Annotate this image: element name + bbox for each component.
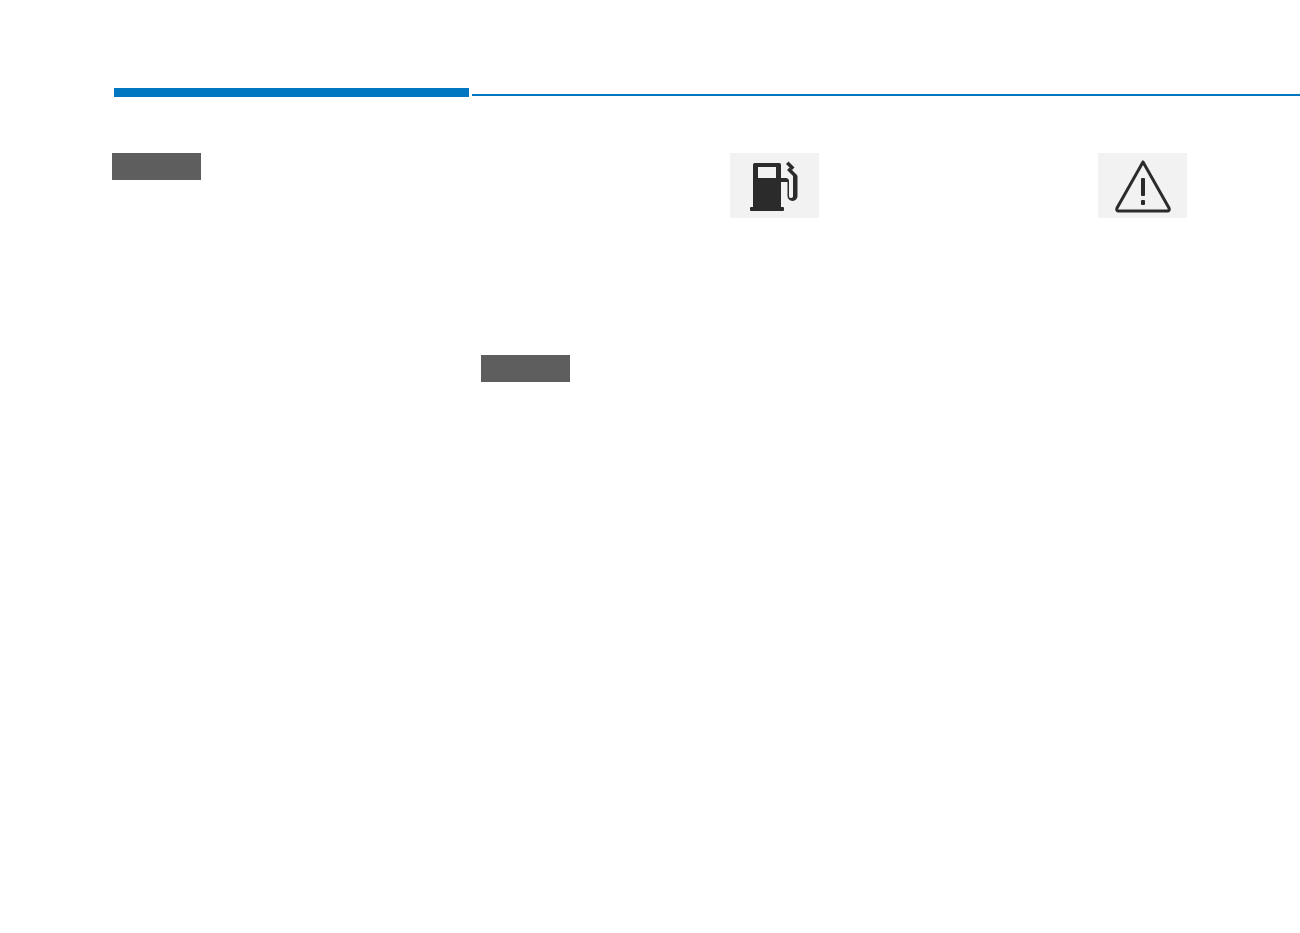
warning-indicator-tile xyxy=(1098,153,1187,218)
fuel-pump-icon xyxy=(749,158,801,214)
header-rule xyxy=(114,88,1300,98)
header-rule-thick xyxy=(114,88,469,97)
fuel-indicator-tile xyxy=(730,153,819,218)
section-label-block xyxy=(112,153,201,180)
header-rule-thin xyxy=(472,94,1300,96)
section-label-block xyxy=(481,355,570,382)
warning-triangle-icon xyxy=(1113,158,1173,214)
